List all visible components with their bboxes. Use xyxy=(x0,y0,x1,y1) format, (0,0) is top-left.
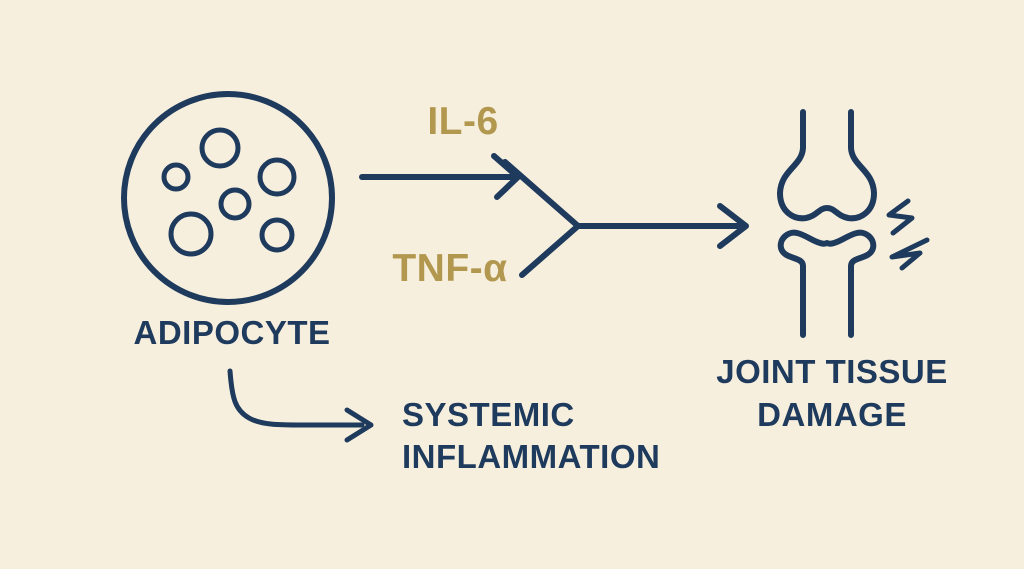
tnf-alpha-label: TNF-α xyxy=(392,247,508,290)
il6-label: IL-6 xyxy=(427,100,499,143)
adipocyte-cell-icon xyxy=(121,91,335,305)
adipocyte-label: ADIPOCYTE xyxy=(133,314,331,351)
il6-arrow xyxy=(359,153,521,200)
systemic-inflammation-line2: INFLAMMATION xyxy=(402,438,661,475)
joint-tissue-damage-line1: JOINT TISSUE xyxy=(716,353,948,390)
joint-damage-arrow xyxy=(575,203,749,249)
systemic-inflammation-label: SYSTEMIC INFLAMMATION xyxy=(402,394,660,478)
knee-joint-icon xyxy=(777,109,877,338)
joint-tissue-damage-line2: DAMAGE xyxy=(757,396,907,433)
systemic-inflammation-line1: SYSTEMIC xyxy=(402,396,575,433)
systemic-inflammation-arrow xyxy=(227,368,374,443)
joint-tissue-damage-label: JOINT TISSUE DAMAGE xyxy=(716,350,948,436)
pain-zigzag-icon xyxy=(886,198,930,271)
